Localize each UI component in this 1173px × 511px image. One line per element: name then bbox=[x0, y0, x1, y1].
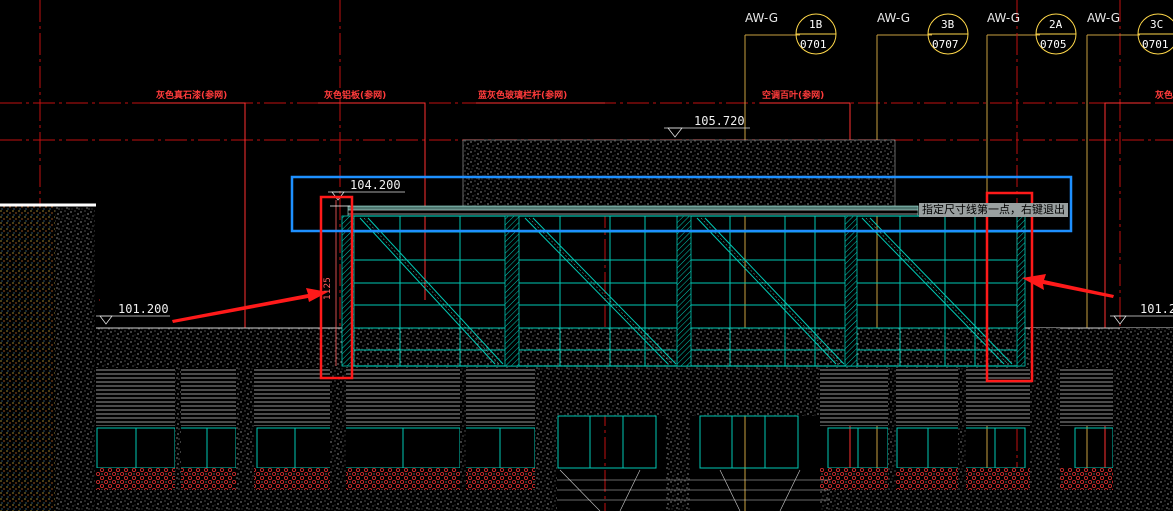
wall-tag-id: 3C bbox=[1150, 18, 1163, 31]
right-pier bbox=[1030, 328, 1060, 511]
vertical-dimension-text: 1125 bbox=[323, 277, 333, 300]
wall-tag-type: AW-G bbox=[987, 11, 1020, 25]
wall-tag-id: 3B bbox=[941, 18, 955, 31]
wall-tag-ref: 0707 bbox=[932, 38, 959, 51]
upper-concrete-block bbox=[462, 139, 896, 209]
wall-tag-type: AW-G bbox=[745, 11, 778, 25]
elevation-left: 101.200 bbox=[96, 302, 170, 325]
left-tower bbox=[0, 203, 96, 511]
wall-tag-type: AW-G bbox=[1087, 11, 1120, 25]
elevation-top-text: 105.720 bbox=[694, 114, 745, 128]
wall-tag-type: AW-G bbox=[877, 11, 910, 25]
annotation-leaders bbox=[150, 0, 1150, 511]
wall-tag-ref: 0701 bbox=[800, 38, 827, 51]
wall-tag-3: AW-G 2A 0705 bbox=[987, 11, 1077, 55]
far-right-pier bbox=[1120, 328, 1173, 511]
annotation-label-1: 灰色真石漆(参网) bbox=[156, 89, 227, 101]
tag-leader-lines bbox=[744, 34, 1140, 511]
wall-tag-id: 2A bbox=[1049, 18, 1063, 31]
triangle-elevation-icon bbox=[99, 315, 113, 325]
elevation-left-text: 101.200 bbox=[118, 302, 169, 316]
elevation-right-text: 101.2 bbox=[1140, 302, 1173, 316]
command-prompt-tooltip: 指定尺寸线第一点，右键退出 bbox=[919, 203, 1068, 217]
elevation-top: 105.720 bbox=[664, 114, 750, 138]
vertical-dimension bbox=[330, 200, 350, 366]
elevation-right: 101.2 bbox=[1110, 302, 1173, 325]
wall-tag-ref: 0701 bbox=[1142, 38, 1169, 51]
triangle-elevation-icon bbox=[667, 127, 683, 138]
callout-box-right bbox=[985, 191, 1034, 383]
annotation-label-2: 灰色铝板(参网) bbox=[324, 89, 386, 101]
podium-concrete-band bbox=[96, 328, 1173, 368]
wall-tag-ref: 0705 bbox=[1040, 38, 1067, 51]
wall-tag-2: AW-G 3B 0707 bbox=[877, 11, 969, 55]
wall-tag-1: AW-G 1B 0701 bbox=[745, 11, 837, 55]
wall-tag-4: AW-G 3C 0701 bbox=[1087, 11, 1173, 55]
annotation-label-3: 蓝灰色玻璃栏杆(参网) bbox=[478, 89, 567, 101]
red-arrow-icon bbox=[1022, 274, 1114, 298]
highlight-box bbox=[290, 175, 1073, 233]
annotation-label-5: 灰色 bbox=[1155, 89, 1173, 101]
annotation-label-4: 空调百叶(参网) bbox=[762, 89, 824, 101]
lower-facade bbox=[96, 368, 1121, 511]
red-arrow-icon bbox=[172, 288, 328, 323]
elevation-canopy-text: 104.200 bbox=[350, 178, 401, 192]
callout-box-left bbox=[319, 195, 354, 380]
triangle-elevation-icon bbox=[1113, 315, 1127, 325]
wall-tag-id: 1B bbox=[809, 18, 823, 31]
